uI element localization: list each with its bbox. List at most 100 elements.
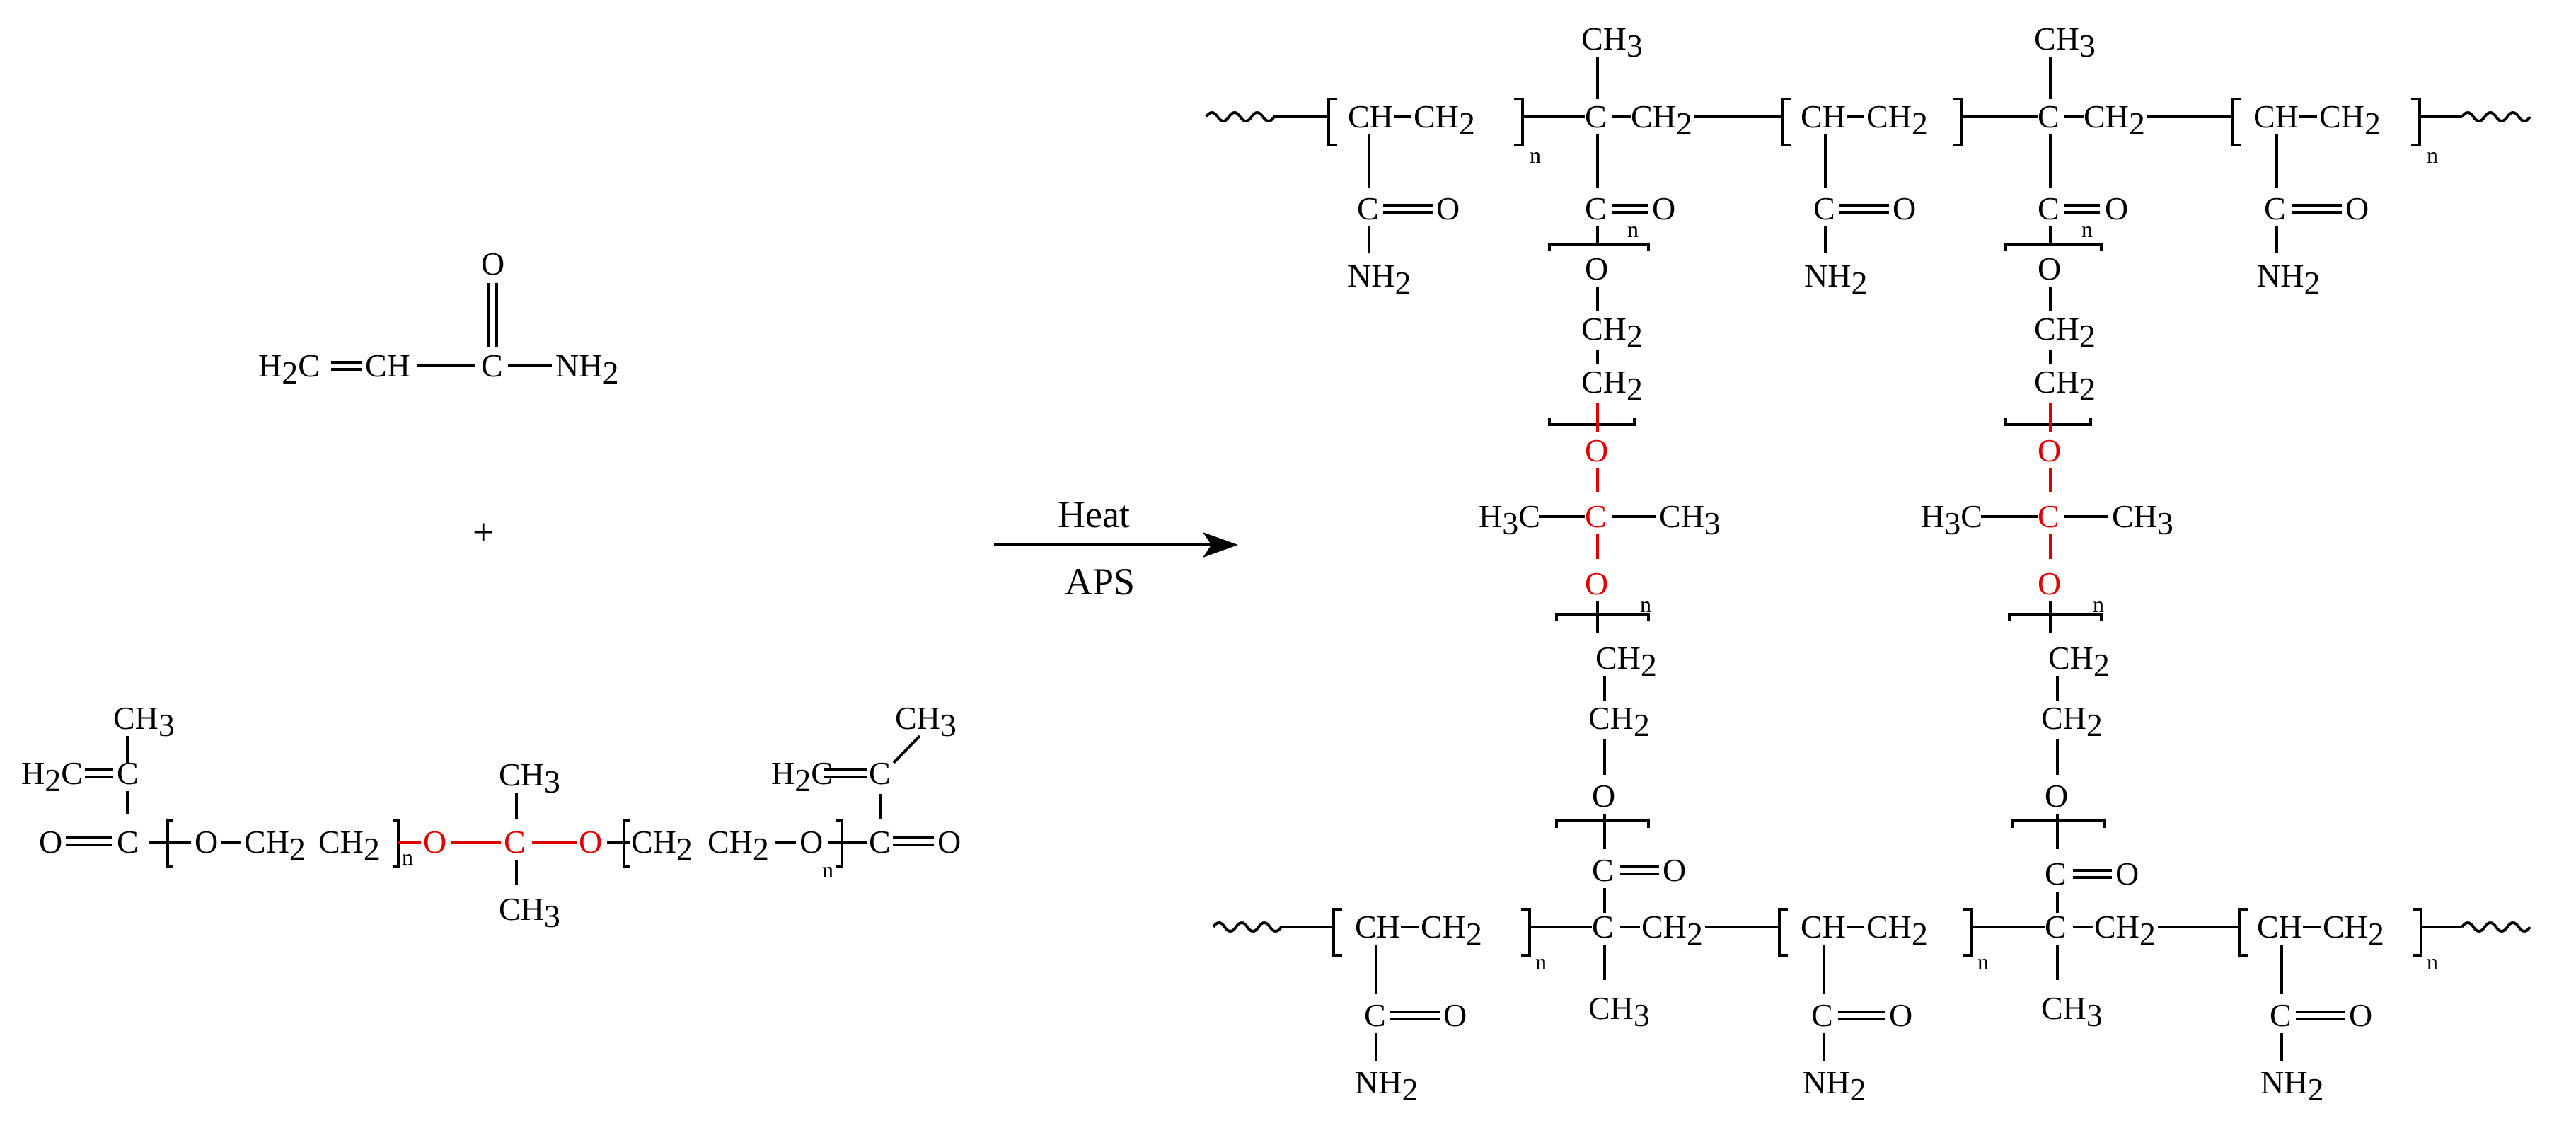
top-x1-carbonyl-c: C bbox=[1585, 190, 1607, 226]
chain-end-wave-icon bbox=[2461, 921, 2531, 933]
bottom-x2-carbonyl-c: C bbox=[2045, 856, 2067, 892]
acrylamide-h2c: H2C bbox=[258, 347, 320, 391]
top-x1-ch2: CH2 bbox=[1631, 98, 1692, 142]
top-unit2-ch: CH bbox=[1801, 98, 1846, 134]
arrow-head-icon bbox=[1203, 532, 1238, 558]
xl1-ch2-c: CH2 bbox=[1595, 640, 1657, 683]
bottom-unit3-ch: CH bbox=[2257, 909, 2302, 945]
top-x1-n: n bbox=[1627, 217, 1639, 242]
bottom-polymer-chain: C O C O CH CH2 n C O NH2 bbox=[1212, 852, 2531, 1107]
top-unit3-c: C bbox=[2264, 190, 2286, 226]
bottom-x1-carbonyl-o: O bbox=[1663, 852, 1686, 888]
top-unit1-ch: CH bbox=[1348, 98, 1393, 134]
bottom-x2-ch2: CH2 bbox=[2094, 909, 2156, 952]
crosslinker-ch3-left: CH3 bbox=[113, 700, 175, 743]
bottom-unit2-nh2: NH2 bbox=[1803, 1064, 1866, 1107]
top-unit2-nh2: NH2 bbox=[1804, 258, 1867, 301]
bottom-unit2-o: O bbox=[1889, 997, 1912, 1033]
crosslinker-o-carbonyl-right: O bbox=[937, 824, 961, 860]
top-x2-ch2: CH2 bbox=[2084, 98, 2145, 142]
xl2-ch2-a: CH2 bbox=[2034, 311, 2096, 354]
top-unit3-ch2: CH2 bbox=[2319, 98, 2381, 142]
crosslinker-ch3-right: CH3 bbox=[895, 700, 957, 743]
bottom-unit1-ch: CH bbox=[1355, 909, 1400, 945]
xl1-o-bottom: O bbox=[1592, 778, 1615, 814]
bottom-x1-ch2: CH2 bbox=[1641, 909, 1703, 952]
crosslinker-o-left: O bbox=[195, 824, 218, 860]
crosslinker-o-carbonyl-left: O bbox=[39, 824, 62, 860]
top-x2-n: n bbox=[2081, 217, 2093, 242]
xl1-acetal-o-bottom: O bbox=[1585, 565, 1608, 601]
reactant-crosslinker: CH3 H2C C O C O CH2 CH2 n O C CH3 CH3 O … bbox=[21, 700, 961, 934]
crosslinker-h2c-right: H2C bbox=[771, 755, 833, 798]
top-x1-carbonyl-o: O bbox=[1652, 190, 1675, 226]
bottom-unit1-o: O bbox=[1443, 997, 1467, 1033]
bottom-unit2-ch2: CH2 bbox=[1866, 909, 1928, 952]
xl2-acetal-c: C bbox=[2038, 498, 2060, 534]
top-x1-c: C bbox=[1585, 98, 1607, 134]
crosslinker-c-carbonyl-right: C bbox=[869, 824, 891, 860]
xl1-acetal-o-top: O bbox=[1585, 432, 1608, 468]
top-x2-c: C bbox=[2038, 98, 2060, 134]
acrylamide-ch: CH bbox=[365, 347, 410, 384]
xl2-ch3: CH3 bbox=[2112, 498, 2173, 541]
bottom-unit3-o: O bbox=[2349, 997, 2372, 1033]
reaction-arrow-group: Heat APS bbox=[994, 493, 1238, 603]
acrylamide-carbonyl-c: C bbox=[481, 347, 503, 384]
xl2-n: n bbox=[2093, 592, 2104, 617]
bottom-unit3-c: C bbox=[2270, 997, 2292, 1033]
bottom-unit3-nh2: NH2 bbox=[2260, 1064, 2323, 1107]
xl1-o-top: O bbox=[1585, 251, 1608, 287]
top-unit2-o: O bbox=[1893, 190, 1916, 226]
bottom-unit1-n: n bbox=[1535, 949, 1547, 974]
crosslinker-acetal-o-left: O bbox=[423, 824, 446, 860]
xl1-n: n bbox=[1640, 592, 1651, 617]
crosslinker-n-right: n bbox=[822, 857, 833, 882]
xl2-ch2-c: CH2 bbox=[2048, 640, 2110, 683]
top-unit1-c: C bbox=[1357, 190, 1379, 226]
bottom-unit1-c: C bbox=[1364, 997, 1386, 1033]
product-network: CH CH2 n C O NH2 C CH3 CH2 C O n bbox=[1205, 21, 2531, 1107]
crosslinker-ch2-left-b: CH2 bbox=[318, 824, 380, 867]
crosslinker-o-right: O bbox=[799, 824, 823, 860]
top-unit2-c: C bbox=[1813, 190, 1835, 226]
chain-end-wave-icon bbox=[1205, 111, 1276, 122]
top-x2-carbonyl-c: C bbox=[2038, 190, 2060, 226]
chain-end-wave-icon bbox=[1212, 921, 1283, 933]
bottom-unit3-n: n bbox=[2427, 949, 2438, 974]
crosslink-left: O CH2 CH2 O H3C C CH3 O n CH2 CH2 O bbox=[1479, 251, 1721, 849]
top-unit3-ch: CH bbox=[2253, 98, 2299, 134]
crosslinker-acetal-ch3-top: CH3 bbox=[499, 756, 560, 800]
bottom-unit2-n: n bbox=[1977, 949, 1989, 974]
bottom-unit1-nh2: NH2 bbox=[1355, 1064, 1418, 1107]
crosslinker-acetal-ch3-bottom: CH3 bbox=[499, 891, 560, 934]
crosslinker-c-carbonyl-left: C bbox=[117, 824, 139, 860]
crosslinker-c-alpha-left: C bbox=[117, 755, 139, 791]
xl1-ch2-a: CH2 bbox=[1581, 311, 1643, 354]
arrow-condition-heat: Heat bbox=[1058, 493, 1130, 536]
top-unit3-nh2: NH2 bbox=[2257, 258, 2320, 301]
xl2-o-bottom: O bbox=[2045, 778, 2068, 814]
bottom-x2-c: C bbox=[2045, 909, 2067, 945]
top-unit1-nh2: NH2 bbox=[1348, 258, 1411, 301]
top-polymer-chain: CH CH2 n C O NH2 C CH3 CH2 C O n bbox=[1205, 21, 2531, 301]
bottom-x2-carbonyl-o: O bbox=[2115, 856, 2139, 892]
crosslink-right: O CH2 CH2 O H3C C CH3 O n CH2 CH2 O bbox=[1921, 251, 2173, 849]
top-unit3-o: O bbox=[2345, 190, 2369, 226]
plus-sign: + bbox=[473, 511, 494, 553]
acrylamide-carbonyl-o: O bbox=[481, 246, 504, 282]
crosslinker-ch2-right-b: CH2 bbox=[707, 824, 769, 867]
top-unit3-n: n bbox=[2427, 142, 2438, 168]
xl2-ch2-b: CH2 bbox=[2034, 364, 2096, 407]
chain-end-wave-icon bbox=[2461, 111, 2531, 122]
xl2-h3c: H3C bbox=[1921, 498, 1982, 541]
top-unit1-ch2: CH2 bbox=[1414, 98, 1475, 142]
crosslinker-acetal-o-right: O bbox=[579, 824, 602, 860]
crosslinker-acetal-c: C bbox=[504, 824, 526, 860]
xl1-ch3: CH3 bbox=[1659, 498, 1721, 541]
top-unit2-ch2: CH2 bbox=[1866, 98, 1928, 142]
xl1-ch2-b: CH2 bbox=[1581, 364, 1643, 407]
bottom-unit2-c: C bbox=[1811, 997, 1833, 1033]
bottom-x1-c: C bbox=[1592, 909, 1614, 945]
